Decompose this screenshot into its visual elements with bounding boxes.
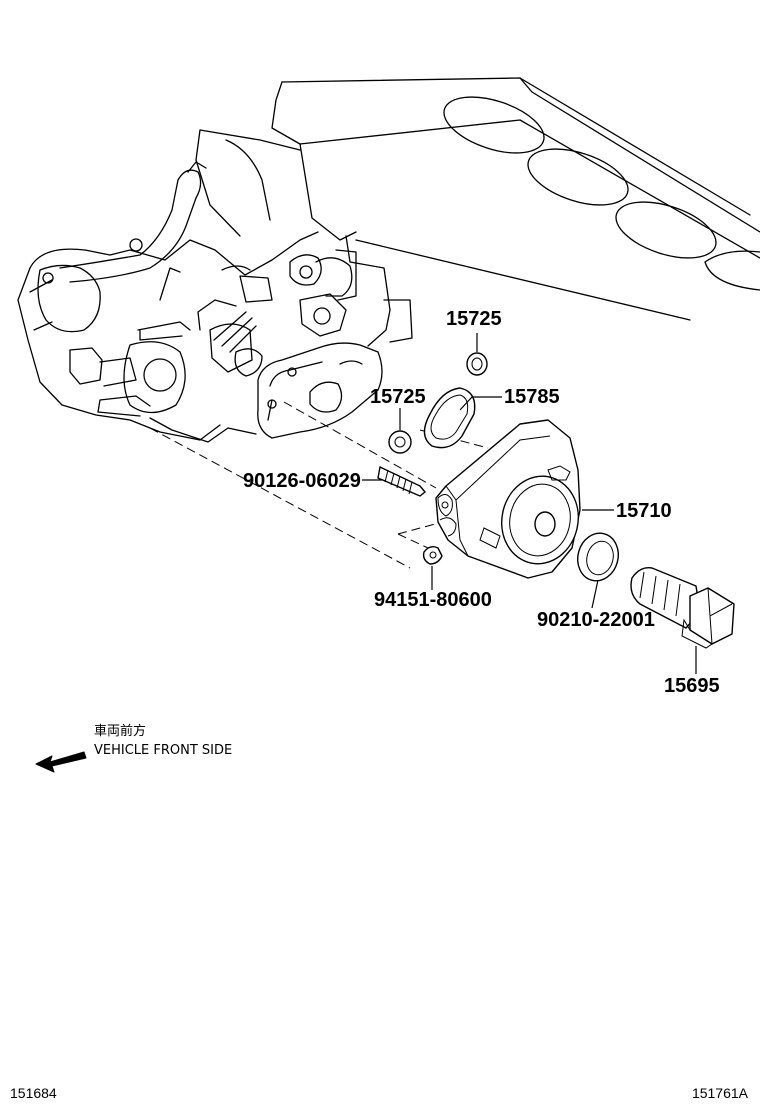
callout-15710: 15710 (616, 500, 672, 522)
callout-15725-top: 15725 (446, 308, 502, 330)
vehicle-front-note: 車両前方 VEHICLE FRONT SIDE (35, 723, 232, 773)
front-direction-arrow-icon (35, 751, 87, 773)
gasket-15785 (423, 387, 476, 449)
callout-90126-06029: 90126-06029 (243, 470, 361, 492)
callout-labels: 15725 15725 15785 90126-06029 15710 9415… (243, 308, 720, 697)
engine-block-illustration (17, 77, 760, 443)
callout-90210-22001: 90210-22001 (537, 609, 655, 631)
union-bolt-15695 (630, 567, 735, 649)
callout-15725-left: 15725 (370, 386, 426, 408)
callout-94151-80600: 94151-80600 (374, 589, 492, 611)
nut-94151-80600 (422, 545, 443, 565)
front-note-japanese: 車両前方 (94, 723, 146, 739)
front-note-english: VEHICLE FRONT SIDE (94, 743, 232, 758)
o-ring-15725-lower (388, 430, 412, 454)
callout-15785: 15785 (504, 386, 560, 408)
footer-right-code: 151761A (692, 1085, 749, 1101)
footer-left-code: 151684 (10, 1085, 57, 1101)
o-ring-15725-upper (466, 352, 488, 376)
stud-bolt-90126-06029 (377, 466, 426, 497)
gasket-90210-22001 (577, 532, 619, 582)
leader-lines (362, 333, 697, 674)
callout-15695: 15695 (664, 675, 720, 697)
oil-filter-bracket-15710 (435, 419, 581, 579)
